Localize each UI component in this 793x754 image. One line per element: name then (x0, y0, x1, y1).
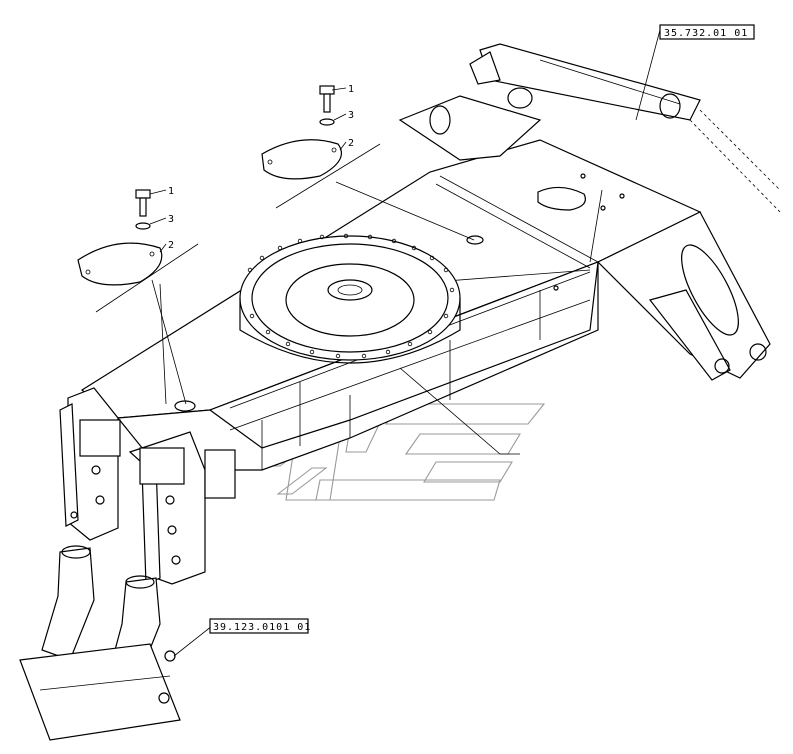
reference-box-top[interactable]: 35.732.01 01 (659, 24, 755, 40)
leader-lines (95, 29, 661, 657)
callouts-lower: 1 3 2 (168, 186, 174, 251)
top-hydraulic-cylinder (398, 43, 781, 213)
reference-top-label: 35.732.01 01 (664, 28, 748, 39)
callout-upper-3: 3 (348, 110, 354, 121)
bottom-cylinders (19, 545, 181, 741)
callout-lower-1: 1 (168, 186, 174, 197)
lower-fastener-set (77, 189, 163, 286)
callout-upper-1: 1 (348, 84, 354, 95)
upper-fastener-set (261, 85, 342, 180)
front-mount-plates (59, 387, 236, 585)
callouts-upper: 1 3 2 (348, 84, 354, 149)
callout-lower-2: 2 (168, 240, 174, 251)
reference-bottom-label: 39.123.0101 01 (213, 622, 311, 633)
callout-upper-2: 2 (348, 138, 354, 149)
rear-arm (596, 211, 771, 381)
slewing-ring (239, 233, 461, 364)
callout-lower-3: 3 (168, 214, 174, 225)
reference-box-bottom[interactable]: 39.123.0101 01 (209, 618, 311, 634)
